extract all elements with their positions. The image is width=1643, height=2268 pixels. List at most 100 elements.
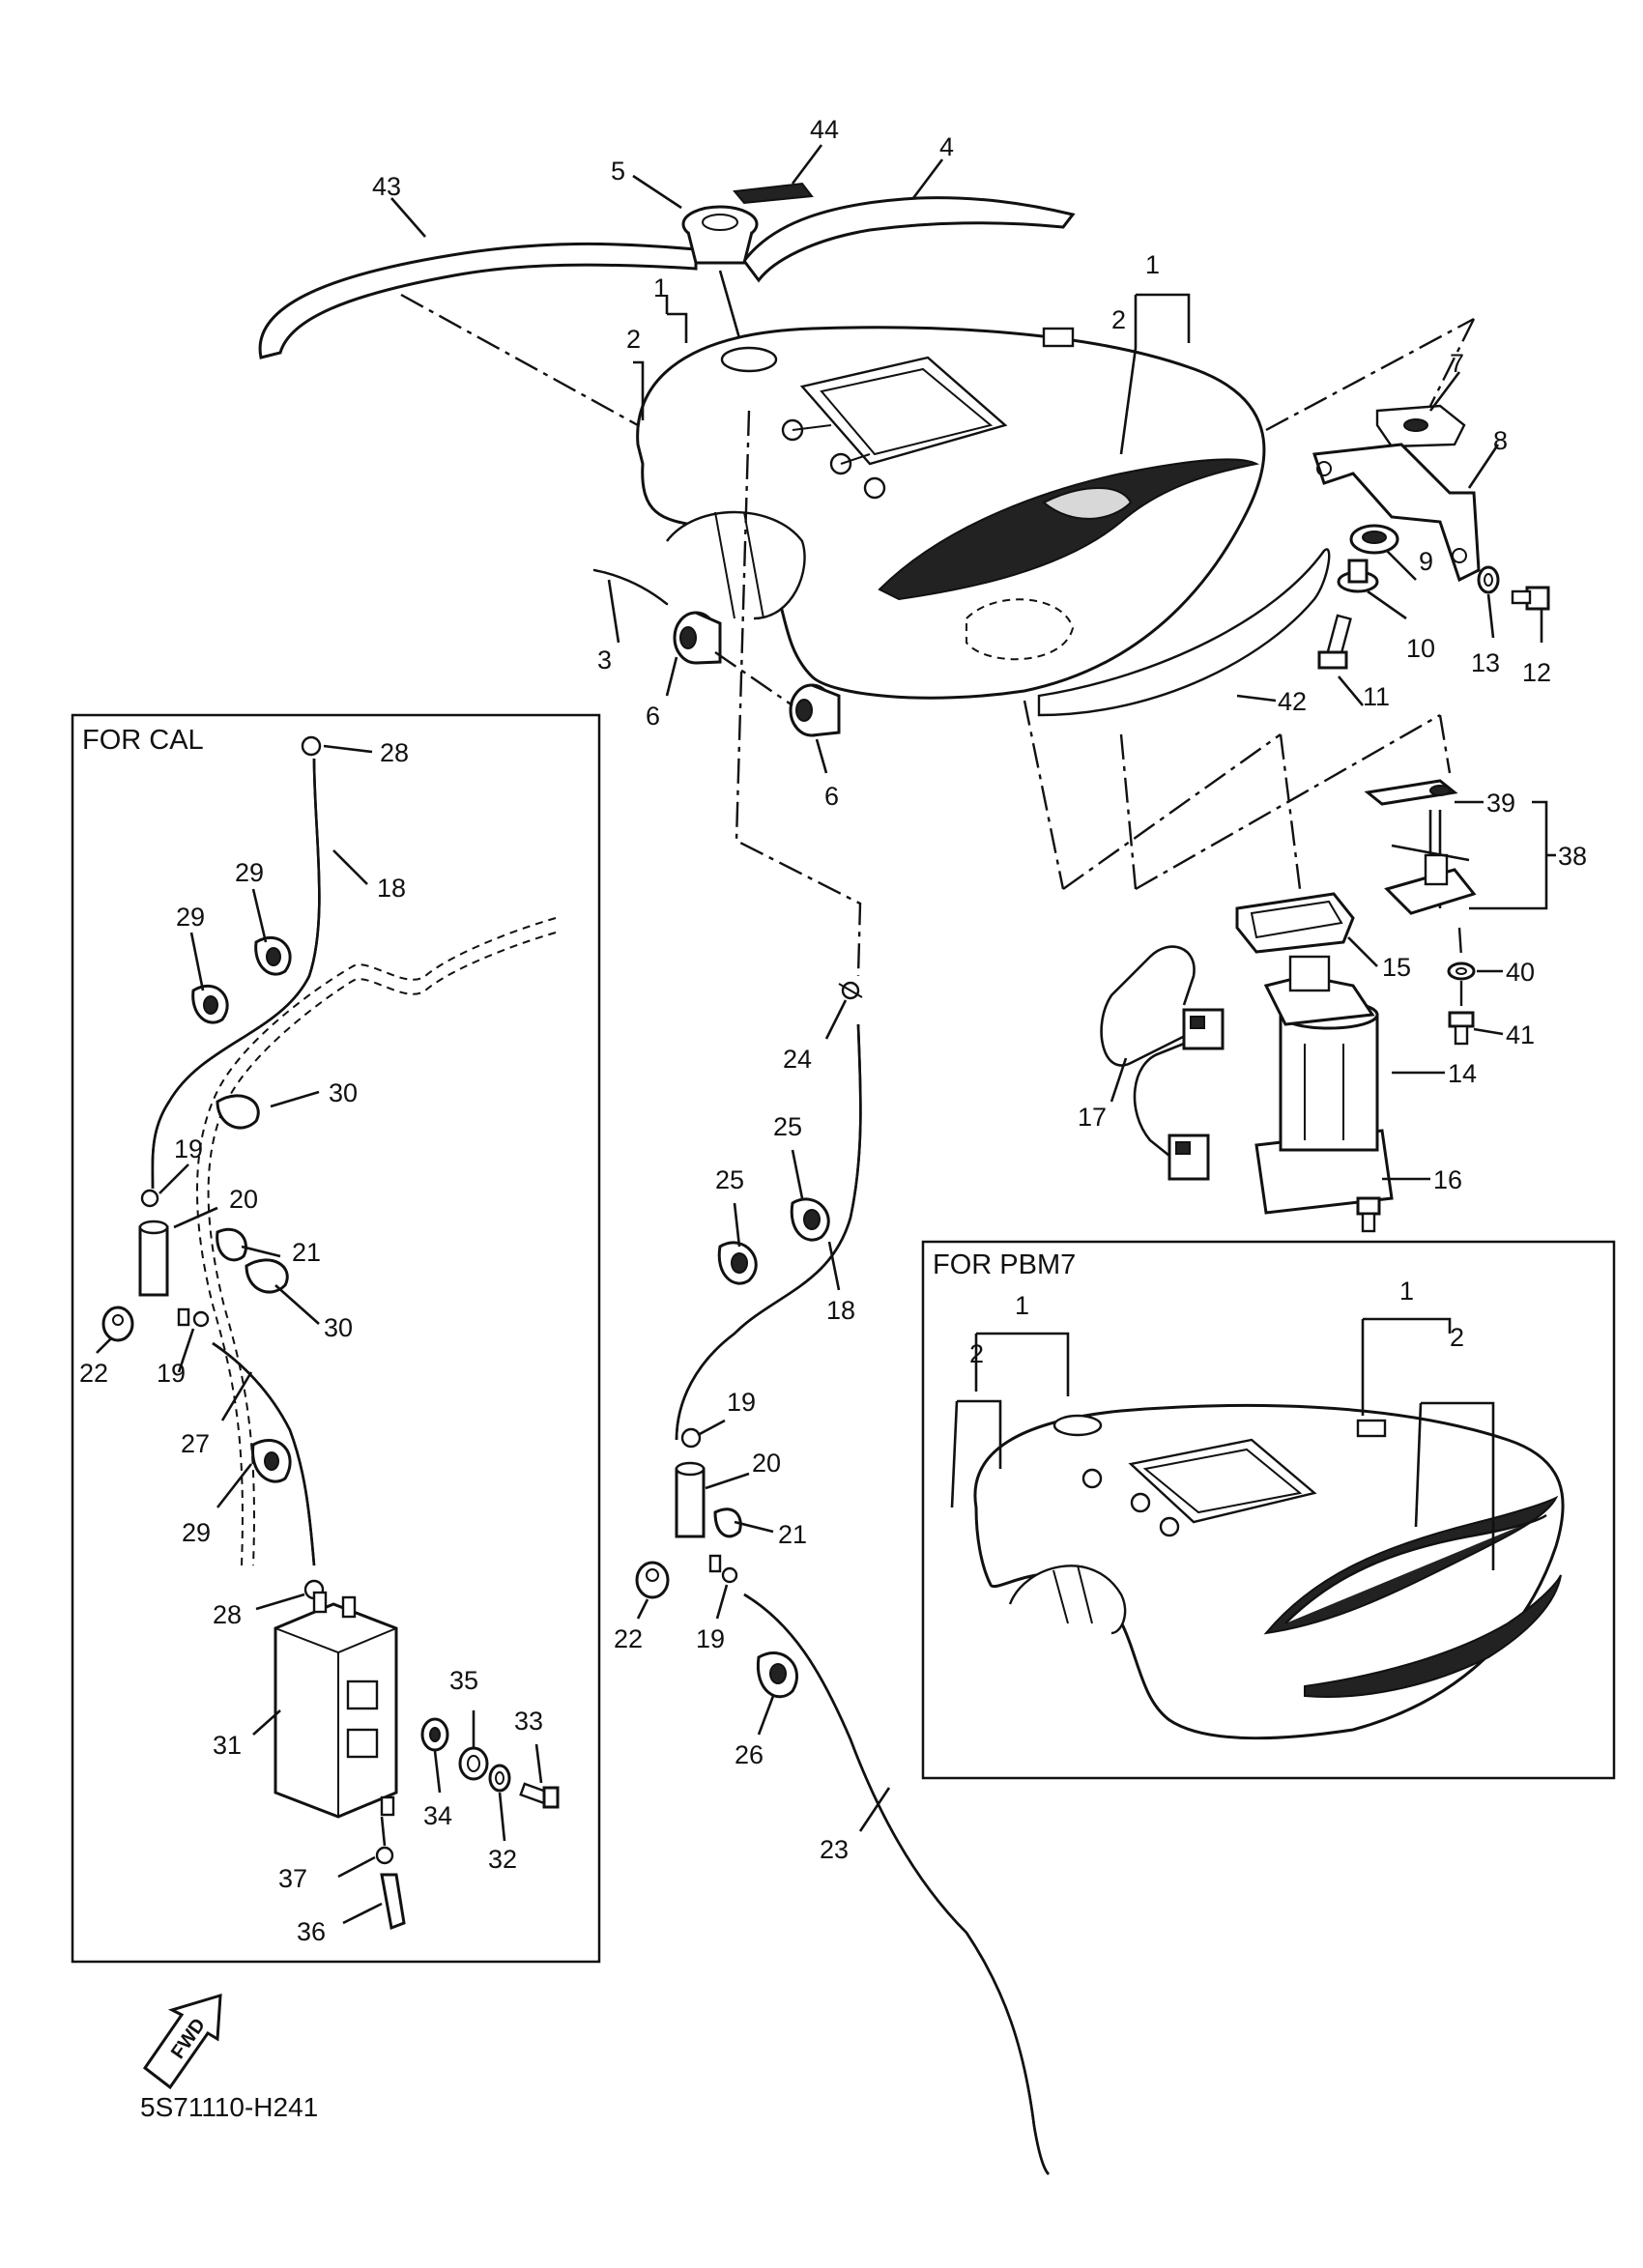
callout-2-left: 2 — [626, 325, 641, 354]
callout-27: 27 — [181, 1429, 210, 1458]
pbm7-box-title: FOR PBM7 — [933, 1249, 1076, 1280]
callout-29b: 29 — [176, 903, 205, 932]
callout-39: 39 — [1486, 789, 1515, 818]
callout-12: 12 — [1522, 658, 1551, 687]
callout-36: 36 — [297, 1917, 326, 1946]
callout-40: 40 — [1506, 958, 1535, 987]
callout-20-center: 20 — [752, 1449, 781, 1478]
callout-19-center-b: 19 — [696, 1624, 725, 1653]
callout-22-center: 22 — [614, 1624, 643, 1653]
clamp-30b — [245, 1258, 289, 1294]
callout-42: 42 — [1278, 687, 1307, 716]
callout-17: 17 — [1078, 1103, 1107, 1132]
callout-6b: 6 — [824, 782, 839, 811]
callout-1-left: 1 — [653, 273, 668, 302]
callout-19-center: 19 — [727, 1388, 756, 1417]
bolt-12 — [1511, 586, 1550, 611]
callout-6a: 6 — [646, 702, 660, 731]
callout-31: 31 — [213, 1731, 242, 1760]
canister-31 — [274, 1591, 398, 1819]
clip-21-center — [713, 1507, 742, 1538]
hose-17 — [1100, 945, 1209, 1162]
callout-34: 34 — [423, 1801, 452, 1830]
cap-22-center — [635, 1561, 670, 1599]
cal-box-title: FOR CAL — [82, 725, 204, 756]
callout-35: 35 — [449, 1666, 478, 1695]
clamp-29b — [191, 984, 229, 1024]
callout-37: 37 — [278, 1864, 307, 1893]
bolt-33 — [519, 1782, 560, 1809]
callout-7: 7 — [1450, 349, 1464, 378]
callout-23: 23 — [820, 1835, 849, 1864]
callout-22-cal: 22 — [79, 1359, 108, 1388]
collar-35 — [458, 1746, 489, 1781]
damper-34 — [420, 1717, 449, 1752]
collar-9 — [1349, 524, 1399, 555]
callout-20-cal: 20 — [229, 1185, 258, 1214]
clip-37 — [375, 1846, 394, 1865]
clip-19-center-b — [708, 1554, 738, 1584]
callout-41: 41 — [1506, 1020, 1535, 1049]
fuel-sender-38 — [1364, 779, 1477, 915]
clamp-25b — [717, 1241, 758, 1285]
fwd-arrow: FWD — [142, 1993, 222, 2090]
leader-lines — [390, 144, 1556, 1832]
bolt-16 — [1356, 1196, 1381, 1233]
clip-24 — [838, 981, 863, 1000]
clamp-26 — [756, 1651, 799, 1699]
callout-24: 24 — [783, 1045, 812, 1074]
strip-4 — [742, 196, 1076, 283]
fuel-cap-5 — [681, 205, 759, 265]
callout-21-center: 21 — [778, 1520, 807, 1549]
callout-16: 16 — [1433, 1165, 1462, 1194]
callout-15: 15 — [1382, 953, 1411, 982]
cap-22-cal — [101, 1306, 134, 1342]
damper-6b — [789, 683, 841, 737]
callout-32: 32 — [488, 1845, 517, 1874]
callout-33: 33 — [514, 1707, 543, 1736]
callout-28-top: 28 — [380, 738, 409, 767]
clip-19-cal-b — [177, 1307, 210, 1328]
washer-40 — [1447, 962, 1476, 981]
callout-19-cal-b: 19 — [157, 1359, 186, 1388]
callout-25b: 25 — [715, 1165, 744, 1194]
callout-25a: 25 — [773, 1112, 802, 1141]
callout-18-center: 18 — [826, 1296, 855, 1325]
callout-30b: 30 — [324, 1313, 353, 1342]
connector-17b — [1167, 1134, 1210, 1181]
clip-19-center — [680, 1427, 702, 1449]
damper-6a — [673, 611, 722, 665]
diagram-code: 5S71110-H241 — [140, 2092, 318, 2122]
emblem-44 — [733, 182, 814, 205]
callout-1-pbm7-left: 1 — [1015, 1291, 1029, 1320]
connector-17a — [1182, 1008, 1225, 1050]
gasket-15 — [1235, 892, 1355, 954]
gasket-42 — [1037, 548, 1331, 717]
callout-5: 5 — [611, 157, 625, 186]
callout-21-cal: 21 — [292, 1238, 321, 1267]
callout-numbers: 43 44 4 5 1 2 1 2 7 8 9 10 11 12 13 3 6 … — [79, 115, 1587, 1946]
clip-19-cal — [140, 1189, 159, 1208]
callout-43: 43 — [372, 172, 401, 201]
callout-29a: 29 — [235, 858, 264, 887]
pbm7-box: FOR PBM7 — [921, 1240, 1616, 1780]
callout-1-right: 1 — [1145, 250, 1160, 279]
joint-20-cal — [138, 1220, 169, 1297]
callout-9: 9 — [1419, 547, 1433, 576]
callout-4: 4 — [939, 132, 954, 161]
fuel-pump-14 — [1254, 955, 1394, 1215]
clamp-25a — [790, 1197, 830, 1242]
clip-21-cal — [216, 1227, 247, 1262]
callout-44: 44 — [810, 115, 839, 144]
screw-41 — [1448, 1011, 1475, 1046]
clamp-30a — [216, 1094, 260, 1130]
clip-28-top — [301, 735, 322, 757]
callout-18-cal: 18 — [377, 874, 406, 903]
callout-1-pbm7-right: 1 — [1399, 1277, 1414, 1306]
hose-18-center — [675, 1023, 862, 1441]
bolt-11 — [1317, 614, 1352, 670]
callout-2-right: 2 — [1111, 305, 1126, 334]
callout-2-pbm7-left: 2 — [969, 1339, 984, 1368]
cal-box: FOR CAL — [71, 713, 601, 1964]
